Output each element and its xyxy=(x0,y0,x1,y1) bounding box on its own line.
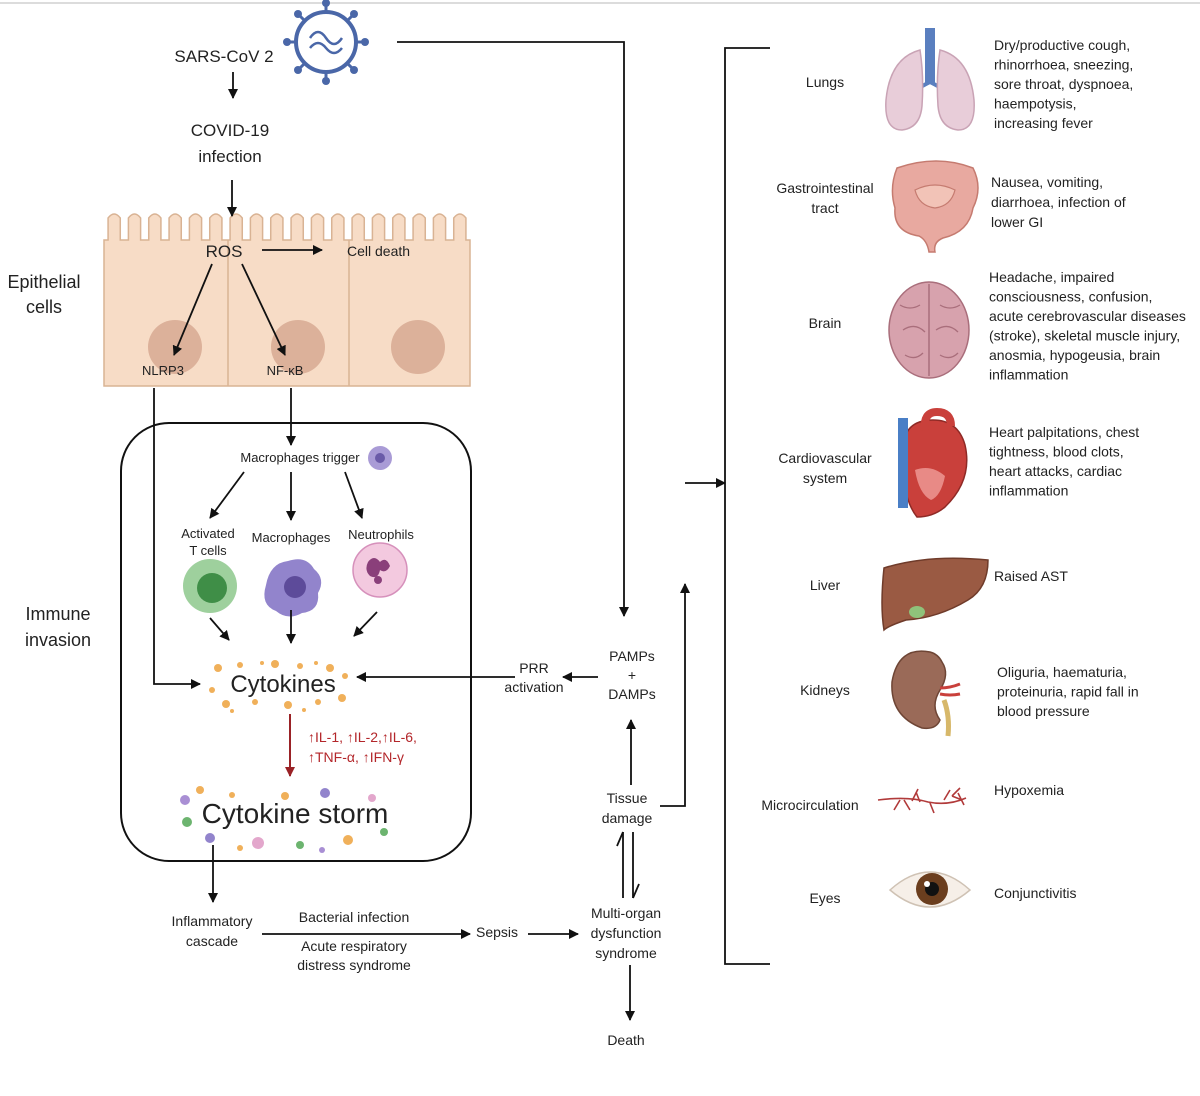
eye-icon xyxy=(888,871,972,908)
symptom-line: Hypoxemia xyxy=(994,782,1064,798)
organ-name: Gastrointestinal xyxy=(776,180,873,196)
symptom-line: increasing fever xyxy=(994,115,1093,131)
ards-label-1: Acute respiratory xyxy=(301,938,407,954)
tcell-icon xyxy=(183,559,237,613)
symptom-line: acute cerebrovascular diseases xyxy=(989,308,1186,324)
microvessel-icon xyxy=(877,787,967,814)
brain-icon xyxy=(888,281,970,379)
immune-label-2: invasion xyxy=(25,630,91,650)
symptom-line: proteinuria, rapid fall in xyxy=(997,684,1139,700)
flow-arrows xyxy=(153,41,770,1021)
organ-name: tract xyxy=(811,200,838,216)
infection-label-1: COVID-19 xyxy=(191,121,269,140)
mods-label-1: Multi-organ xyxy=(591,905,661,921)
symptom-line: diarrhoea, infection of xyxy=(991,194,1126,210)
organ-name: Brain xyxy=(809,315,842,331)
symptom-line: lower GI xyxy=(991,214,1043,230)
cytokine-storm-label: Cytokine storm xyxy=(202,798,389,829)
lungs-icon xyxy=(885,28,975,131)
symptom-line: consciousness, confusion, xyxy=(989,289,1152,305)
pamps-label: PAMPs xyxy=(609,648,655,664)
tissue-damage-label-1: Tissue xyxy=(607,790,648,806)
damps-label: DAMPs xyxy=(608,686,655,702)
symptom-line: Heart palpitations, chest xyxy=(989,424,1139,440)
nucleus-icon xyxy=(271,320,325,374)
interleukins-label-2: ↑TNF-α, ↑IFN-γ xyxy=(308,749,404,765)
ros-label: ROS xyxy=(206,242,243,261)
heart-icon xyxy=(898,407,968,518)
virus-icon xyxy=(283,0,369,85)
immune-box xyxy=(120,422,472,862)
pamps-plus-label: + xyxy=(628,667,636,683)
symptom-line: (stroke), skeletal muscle injury, xyxy=(989,328,1180,344)
symptom-line: inflammation xyxy=(989,483,1068,499)
mods-label-3: syndrome xyxy=(595,945,657,961)
nucleus-icon xyxy=(391,320,445,374)
ards-label-2: distress syndrome xyxy=(297,957,411,973)
sepsis-label: Sepsis xyxy=(476,924,518,940)
cytokine-storm-particles xyxy=(180,786,388,853)
macrophages-trigger-label: Macrophages trigger xyxy=(240,450,360,465)
activated-tcells-label-1: Activated xyxy=(181,526,234,541)
symptom-line: inflammation xyxy=(989,367,1068,383)
organ-name: Kidneys xyxy=(800,682,850,698)
prr-label-2: activation xyxy=(504,679,563,695)
death-label: Death xyxy=(607,1032,644,1048)
neutrophils-label: Neutrophils xyxy=(348,527,414,542)
organ-name: Lungs xyxy=(806,74,844,90)
cell-death-label: Cell death xyxy=(347,243,410,259)
organ-name: system xyxy=(803,470,847,486)
bacterial-infection-label: Bacterial infection xyxy=(299,909,410,925)
symptom-line: Raised AST xyxy=(994,568,1068,584)
organ-name: Cardiovascular xyxy=(778,450,872,466)
kidney-icon xyxy=(891,650,961,737)
organ-name: Eyes xyxy=(809,890,840,906)
macrophages-label: Macrophages xyxy=(252,530,331,545)
symptom-line: tightness, blood clots, xyxy=(989,444,1124,460)
macrophage-icon xyxy=(264,559,322,617)
activated-tcells-label-2: T cells xyxy=(189,543,227,558)
symptom-line: haempotysis, xyxy=(994,96,1076,112)
symptom-line: Nausea, vomiting, xyxy=(991,174,1103,190)
epithelial-cells xyxy=(103,213,471,387)
virus-label: SARS-CoV 2 xyxy=(174,47,273,66)
epithelial-label-2: cells xyxy=(26,297,62,317)
intestine-icon xyxy=(891,160,979,253)
symptom-line: rhinorrhoea, sneezing, xyxy=(994,57,1133,73)
liver-icon xyxy=(881,557,989,632)
prr-label-1: PRR xyxy=(519,660,549,676)
organ-name: Liver xyxy=(810,577,841,593)
symptom-line: Dry/productive cough, xyxy=(994,37,1130,53)
symptom-line: Headache, impaired xyxy=(989,269,1114,285)
tissue-damage-label-2: damage xyxy=(602,810,653,826)
symptom-line: Conjunctivitis xyxy=(994,885,1076,901)
nfkb-label: NF-κB xyxy=(267,363,304,378)
infection-label-2: infection xyxy=(198,147,261,166)
symptom-line: heart attacks, cardiac xyxy=(989,463,1122,479)
symptom-line: sore throat, dyspnoea, xyxy=(994,76,1133,92)
mods-label-2: dysfunction xyxy=(591,925,662,941)
immune-label-1: Immune xyxy=(25,604,90,624)
inflammatory-label-2: cascade xyxy=(186,933,238,949)
interleukins-label-1: ↑IL-1, ↑IL-2,↑IL-6, xyxy=(308,729,417,745)
inflammatory-label-1: Inflammatory xyxy=(172,913,253,929)
neutrophil-icon xyxy=(352,542,408,598)
epithelial-label-1: Epithelial xyxy=(7,272,80,292)
cytokines-label: Cytokines xyxy=(230,671,335,698)
symptom-line: anosmia, hypogeusia, brain xyxy=(989,347,1160,363)
cytokine-particles xyxy=(209,660,348,713)
macrophage-small-icon xyxy=(368,446,392,470)
symptom-line: blood pressure xyxy=(997,703,1090,719)
organ-name: Microcirculation xyxy=(761,797,858,813)
symptom-line: Oliguria, haematuria, xyxy=(997,664,1127,680)
nlrp3-label: NLRP3 xyxy=(142,363,184,378)
